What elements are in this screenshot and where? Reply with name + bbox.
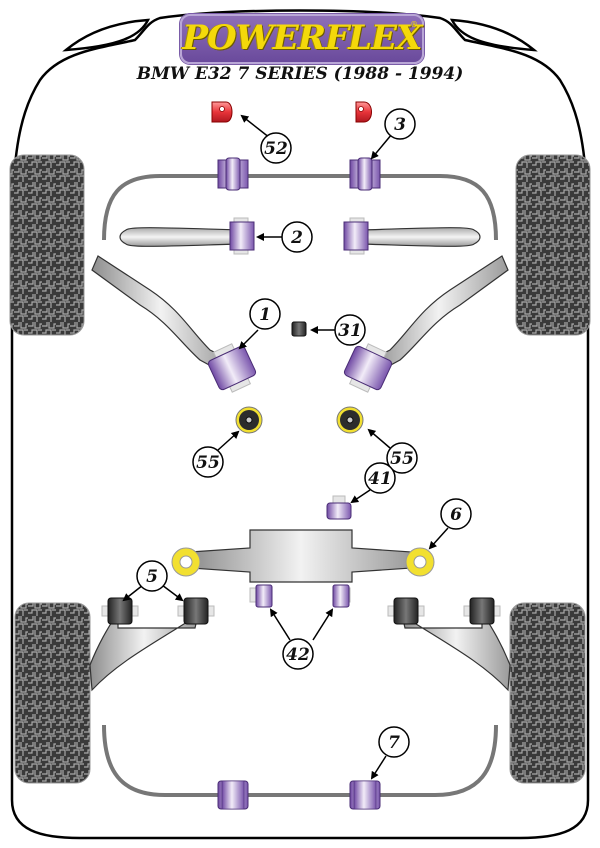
- bump-stop-right: [355, 101, 372, 123]
- powerflex-logo: POWERFLEX ®: [180, 14, 424, 64]
- rear-anti-roll-bar: [102, 724, 498, 797]
- svg-text:5: 5: [146, 567, 158, 587]
- strut-mount-right: [336, 406, 364, 434]
- svg-text:3: 3: [394, 115, 406, 135]
- diff-mount-bush: [326, 495, 352, 520]
- subframe-mount-bush-right: [332, 584, 351, 608]
- wishbone-bush-left: [207, 343, 257, 393]
- radius-arm-bush-left: [229, 217, 255, 255]
- radius-arm-bush-right: [343, 217, 369, 255]
- trailing-arm-bush-left-inner: [177, 597, 215, 625]
- logo-text: POWERFLEX: [182, 18, 423, 58]
- svg-text:41: 41: [368, 469, 392, 489]
- front-left-wishbone: [91, 255, 231, 373]
- rear-arb-bush-right: [349, 780, 381, 810]
- right-mirror: [449, 18, 538, 52]
- front-right-radius-arm: [359, 227, 481, 247]
- svg-text:52: 52: [264, 139, 288, 159]
- bump-stop-left-hole: [219, 106, 225, 112]
- callout-31[interactable]: 31: [334, 314, 366, 346]
- leader-5a: [122, 584, 144, 602]
- leader-41: [350, 489, 371, 504]
- subframe-mount-bush-left: [249, 584, 273, 608]
- callout-41[interactable]: 41: [364, 462, 396, 494]
- trailing-arm-bush-right-outer: [463, 597, 501, 625]
- front-right-tyre: [515, 154, 591, 336]
- callout-55-right[interactable]: 55: [386, 442, 418, 474]
- rear-arb-bush-left: [217, 780, 249, 810]
- leader-42a: [269, 608, 291, 641]
- leader-55-left: [217, 430, 240, 451]
- rear-right-trailing-arm: [401, 609, 511, 692]
- left-mirror: [62, 18, 151, 52]
- registered-mark: ®: [410, 20, 418, 29]
- front-anti-roll-bar: [102, 174, 498, 241]
- subframe-bush-left: [171, 547, 201, 577]
- front-left-tyre: [9, 154, 85, 336]
- rear-left-tyre: [14, 602, 91, 784]
- rear-left-trailing-arm: [89, 609, 199, 692]
- leader-1: [238, 329, 259, 350]
- svg-text:6: 6: [450, 505, 462, 525]
- leader-55-right: [367, 428, 391, 449]
- leader-lines: [122, 114, 449, 780]
- bump-stop-left: [211, 101, 233, 123]
- page-title: BMW E32 7 SERIES (1988 - 1994): [136, 64, 464, 84]
- strut-mount-left: [235, 406, 263, 434]
- leader-52: [240, 114, 271, 139]
- callout-55-left[interactable]: 55: [192, 446, 224, 478]
- leader-6: [428, 527, 449, 550]
- svg-text:31: 31: [338, 321, 362, 341]
- leader-3: [370, 133, 393, 160]
- svg-text:7: 7: [388, 733, 400, 753]
- trailing-arm-bush-right-inner: [387, 597, 425, 625]
- wishbone-bush-right: [343, 343, 393, 393]
- front-right-wishbone: [369, 255, 509, 373]
- car-body-outline: [10, 9, 590, 840]
- svg-text:2: 2: [290, 228, 303, 248]
- front-arb-bush-left: [217, 157, 249, 191]
- front-left-radius-arm: [119, 227, 241, 247]
- callout-2[interactable]: 2: [281, 221, 313, 253]
- callout-1[interactable]: 1: [249, 298, 281, 330]
- svg-text:1: 1: [259, 305, 271, 325]
- rear-right-tyre: [509, 602, 586, 784]
- callout-5[interactable]: 5: [136, 560, 168, 592]
- callout-7[interactable]: 7: [378, 726, 410, 758]
- trailing-arm-bush-left-outer: [101, 597, 139, 625]
- callout-42[interactable]: 42: [282, 638, 314, 670]
- callout-52[interactable]: 52: [260, 132, 292, 164]
- leader-7: [370, 755, 387, 780]
- small-bush-31: [291, 321, 307, 337]
- subframe-bush-right: [405, 547, 435, 577]
- front-arb-bush-right: [349, 157, 381, 191]
- svg-text:42: 42: [286, 645, 310, 665]
- svg-text:55: 55: [390, 449, 414, 469]
- rear-subframe: [189, 529, 413, 583]
- bump-stop-right-hole: [358, 106, 364, 112]
- svg-text:55: 55: [196, 453, 220, 473]
- leader-42b: [312, 608, 334, 641]
- callout-3[interactable]: 3: [384, 108, 416, 140]
- callout-6[interactable]: 6: [440, 498, 472, 530]
- leader-5b: [161, 584, 184, 602]
